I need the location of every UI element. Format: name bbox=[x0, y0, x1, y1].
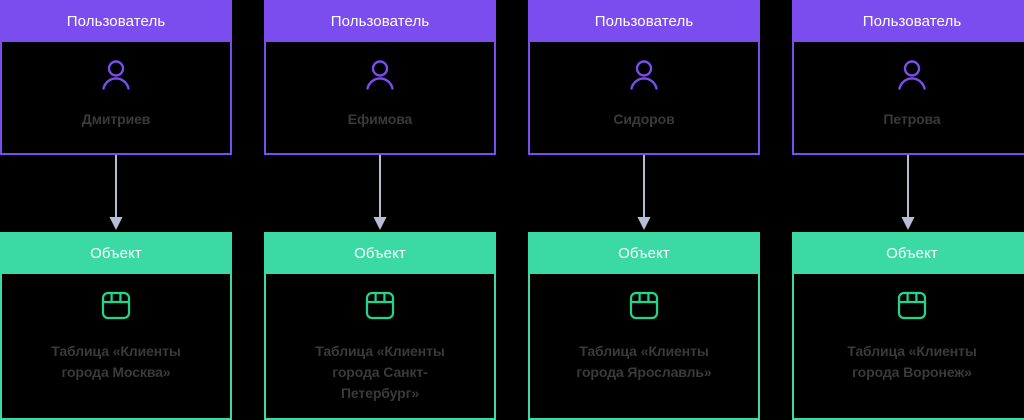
table-icon bbox=[99, 288, 133, 327]
object-card-body: Таблица «Клиенты города Воронеж» bbox=[792, 274, 1024, 420]
object-card-label: Таблица «Клиенты города Санкт- Петербург… bbox=[315, 343, 445, 401]
user-icon bbox=[626, 56, 662, 97]
arrow-down-icon bbox=[636, 155, 652, 232]
object-card-header: Объект bbox=[528, 232, 760, 274]
user-icon bbox=[362, 56, 398, 97]
user-card-header: Пользователь bbox=[0, 0, 232, 42]
object-card-body: Таблица «Клиенты города Санкт- Петербург… bbox=[264, 274, 496, 420]
user-card-label: Ефимова bbox=[347, 111, 413, 127]
user-card[interactable]: Пользователь Дмитриев bbox=[0, 0, 232, 155]
object-card-header-label: Объект bbox=[886, 244, 938, 262]
user-card[interactable]: Пользователь Петрова bbox=[792, 0, 1024, 155]
table-icon bbox=[895, 288, 929, 327]
arrow-down-icon bbox=[108, 155, 124, 232]
object-card-header-label: Объект bbox=[618, 244, 670, 262]
user-card-label: Дмитриев bbox=[81, 111, 151, 127]
object-card-body: Таблица «Клиенты города Москва» bbox=[0, 274, 232, 420]
table-icon bbox=[627, 288, 661, 327]
user-card-header-label: Пользователь bbox=[66, 12, 166, 30]
user-card-header-label: Пользователь bbox=[594, 12, 694, 30]
user-card-body: Дмитриев bbox=[0, 42, 232, 155]
object-card[interactable]: Объект Таблица «Клиенты города Ярославль… bbox=[528, 232, 760, 420]
user-card-header: Пользователь bbox=[264, 0, 496, 42]
object-card[interactable]: Объект Таблица «Клиенты города Москва» bbox=[0, 232, 232, 420]
diagram-column: Пользователь Ефимова Объект bbox=[264, 0, 496, 420]
user-icon bbox=[98, 56, 134, 97]
user-card-label: Сидоров bbox=[613, 111, 675, 127]
user-card-body: Петрова bbox=[792, 42, 1024, 155]
object-card-body: Таблица «Клиенты города Ярославль» bbox=[528, 274, 760, 420]
object-card[interactable]: Объект Таблица «Клиенты города Санкт- Пе… bbox=[264, 232, 496, 420]
object-card-header: Объект bbox=[792, 232, 1024, 274]
object-card[interactable]: Объект Таблица «Клиенты города Воронеж» bbox=[792, 232, 1024, 420]
arrow-down-icon bbox=[900, 155, 916, 232]
object-card-header-label: Объект bbox=[354, 244, 406, 262]
user-card-header: Пользователь bbox=[792, 0, 1024, 42]
object-card-header: Объект bbox=[0, 232, 232, 274]
user-card-header: Пользователь bbox=[528, 0, 760, 42]
user-card-body: Сидоров bbox=[528, 42, 760, 155]
user-card-header-label: Пользователь bbox=[330, 12, 430, 30]
object-card-header-label: Объект bbox=[90, 244, 142, 262]
user-card[interactable]: Пользователь Ефимова bbox=[264, 0, 496, 155]
arrow-down-icon bbox=[372, 155, 388, 232]
user-card-body: Ефимова bbox=[264, 42, 496, 155]
user-card[interactable]: Пользователь Сидоров bbox=[528, 0, 760, 155]
diagram-column: Пользователь Сидоров Объект bbox=[528, 0, 760, 420]
table-icon bbox=[363, 288, 397, 327]
diagram-column: Пользователь Дмитриев Объект bbox=[0, 0, 232, 420]
user-icon bbox=[894, 56, 930, 97]
user-card-label: Петрова bbox=[883, 111, 941, 127]
diagram-column: Пользователь Петрова Объект bbox=[792, 0, 1024, 420]
object-card-header: Объект bbox=[264, 232, 496, 274]
user-card-header-label: Пользователь bbox=[862, 12, 962, 30]
object-card-label: Таблица «Клиенты города Ярославль» bbox=[576, 343, 712, 380]
object-card-label: Таблица «Клиенты города Москва» bbox=[51, 343, 181, 380]
object-card-label: Таблица «Клиенты города Воронеж» bbox=[847, 343, 977, 380]
